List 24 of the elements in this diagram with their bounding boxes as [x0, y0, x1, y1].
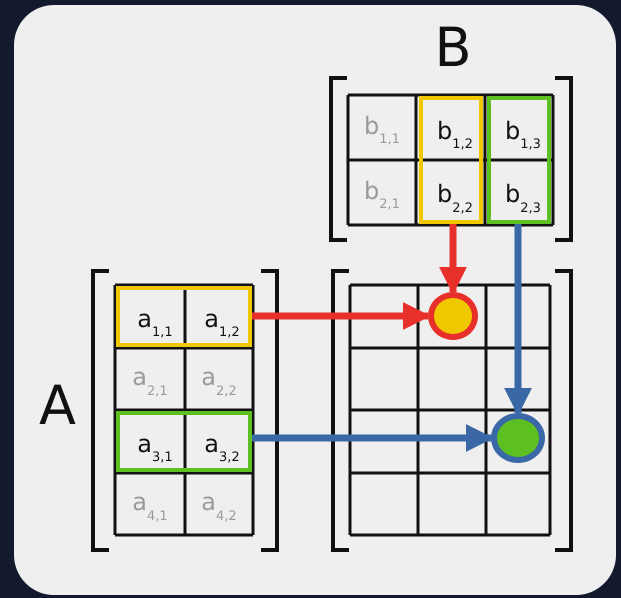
matrix-entry: a$_{3,2}$ [191, 418, 253, 473]
matrix-entry: b$_{2,1}$ [363, 176, 401, 214]
matrix-entry: b$_{1,2}$ [426, 103, 484, 162]
matrix-entry: a$_{1,2}$ [191, 293, 253, 348]
matrix-name: A [38, 378, 77, 434]
arrow [439, 224, 467, 295]
matrix-entry: a$_{4,1}$ [131, 487, 169, 526]
matrix-entry: a$_{2,1}$ [131, 362, 169, 401]
highlight-frame [419, 96, 483, 224]
arrow [504, 224, 532, 416]
matrix-entry: a$_{3,1}$ [123, 418, 187, 473]
matrix-entry: b$_{1,1}$ [363, 110, 401, 150]
matrix-entry: a$_{1,1}$ [123, 293, 187, 348]
highlight-frame [487, 96, 551, 224]
highlight-frame [116, 286, 252, 347]
arrow [252, 424, 494, 452]
matrix-entry: b$_{2,2}$ [426, 167, 484, 225]
matrix-name: B [433, 20, 473, 76]
arrow [252, 302, 431, 330]
matrix-entry: a$_{4,2}$ [200, 487, 238, 526]
matrix-entry: b$_{2,3}$ [494, 167, 552, 225]
matrix-entry: b$_{1,3}$ [494, 103, 552, 162]
matrix-entry: a$_{2,2}$ [200, 362, 238, 401]
highlight-frame [116, 411, 252, 472]
